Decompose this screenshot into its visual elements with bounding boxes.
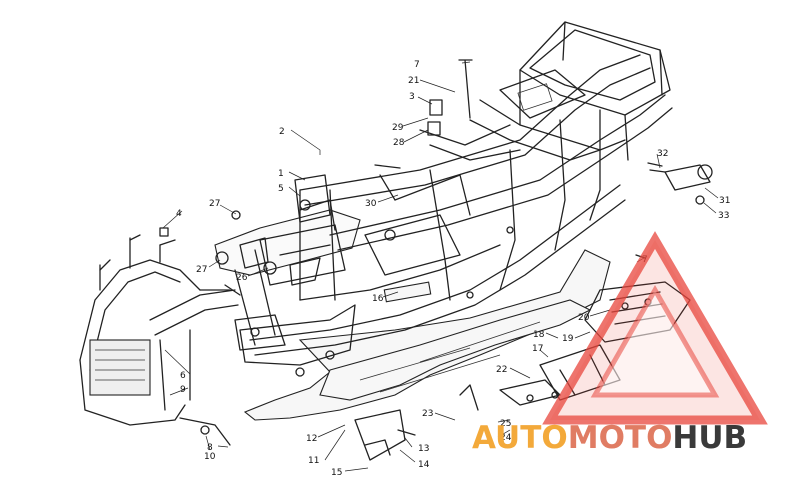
callout-label: 22	[496, 365, 507, 375]
callout-label: 27	[209, 199, 220, 209]
callout-label: 4	[176, 209, 182, 219]
callout-label: 15	[331, 468, 342, 478]
callout-label: 21	[408, 76, 419, 86]
callout-label: 9	[180, 385, 186, 395]
callout-label: 28	[393, 138, 405, 148]
callout-labels: 1 2 3 4 5 6 7 7 8 9 10 11 12 13 14 15 16…	[176, 60, 730, 478]
callout-label: 10	[204, 452, 216, 462]
watermark-auto: AUTO	[472, 420, 568, 456]
callout-label: 11	[308, 456, 319, 466]
callout-label: 12	[306, 434, 317, 444]
watermark-inner-triangle	[590, 284, 720, 398]
callout-label: 23	[422, 409, 433, 419]
callout-label: 13	[418, 444, 429, 454]
watermark-hub: HUB	[672, 420, 747, 456]
automotohub-watermark: AUTOMOTOHUB	[472, 231, 768, 456]
callout-label: 6	[180, 371, 186, 381]
main-frame	[234, 21, 673, 377]
callout-label: 18	[533, 330, 545, 340]
callout-label: 19	[562, 334, 574, 344]
callout-label: 33	[718, 211, 729, 221]
callout-label: 31	[719, 196, 730, 206]
callout-label: 27	[196, 265, 207, 275]
callout-label: 20	[578, 313, 590, 323]
watermark-moto: MOTO	[568, 420, 673, 456]
callout-label: 5	[278, 184, 284, 194]
front-skid-plate	[214, 209, 361, 276]
callout-label: 24	[500, 433, 512, 443]
callout-label: 8	[207, 443, 213, 453]
footwell-plate	[383, 281, 432, 303]
callout-label: 7	[414, 60, 420, 70]
callout-label: 16	[372, 294, 384, 304]
callout-label: 14	[418, 460, 430, 470]
front-bumper	[79, 234, 241, 426]
callout-label: 29	[392, 123, 404, 133]
callout-label: 3	[409, 92, 415, 102]
hardware	[159, 59, 646, 461]
callout-label: 17	[532, 344, 543, 354]
callout-label: 2	[279, 127, 285, 137]
callout-label: 26	[236, 273, 248, 283]
callout-label: 30	[365, 199, 377, 209]
leader-lines	[162, 61, 719, 472]
callout-label: 25	[500, 419, 511, 429]
callout-label: 32	[657, 149, 668, 159]
watermark-text: AUTOMOTOHUB	[472, 420, 747, 456]
callout-label: 1	[278, 169, 284, 179]
hitch-assembly	[647, 162, 713, 205]
